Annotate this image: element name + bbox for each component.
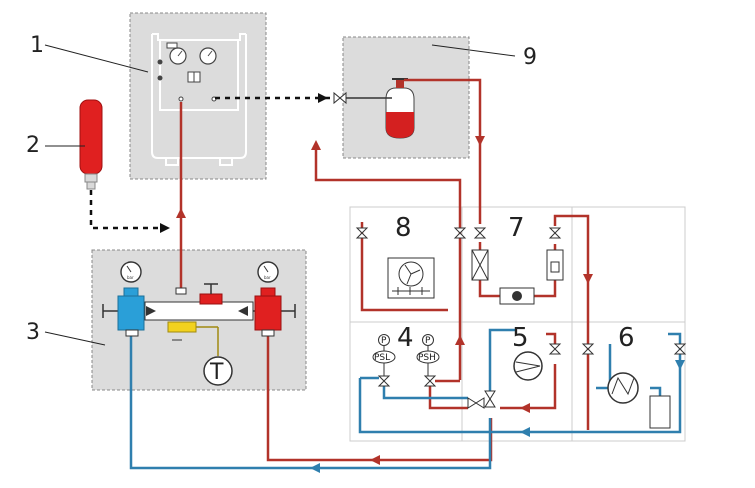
callout-9: 9 [523, 45, 537, 70]
unit-front-details [157, 42, 217, 102]
cold-arrow [520, 427, 530, 437]
callout-3: 3 [26, 320, 40, 345]
manifold-assembly [102, 283, 296, 356]
thermometer: T [203, 356, 233, 386]
three-way-valve [467, 390, 496, 409]
valve-icon [453, 227, 467, 239]
valve-icon [473, 227, 487, 239]
psh-p: P [425, 336, 431, 346]
callout-lines [44, 44, 516, 346]
filter-element [471, 249, 489, 281]
valve-icon [377, 375, 391, 387]
valve-icon [333, 91, 347, 105]
valve-icon [548, 343, 562, 355]
hot-arrow [370, 455, 380, 465]
gauge-unit-label: bar [264, 275, 271, 280]
pressure-switch-high: P PSH [416, 334, 440, 364]
cold-arrow [310, 463, 320, 473]
module-5-label: 5 [512, 323, 529, 353]
gas-arrow [318, 93, 328, 103]
valve-icon [548, 227, 562, 239]
hot-arrow [475, 136, 485, 146]
valve-icon [673, 343, 687, 355]
expansion-vessel [385, 78, 415, 139]
gas-cylinder [79, 99, 103, 190]
pressure-gauge-left: bar [120, 261, 142, 283]
hot-arrow [176, 208, 186, 218]
psl-label: PSL [374, 353, 390, 363]
gauge-unit-label: bar [127, 275, 134, 280]
hot-arrow [455, 335, 465, 345]
cold-arrow [675, 360, 685, 370]
unit-machine [151, 33, 247, 166]
pump-7 [499, 287, 535, 305]
valve-icon [423, 375, 437, 387]
flow-meter [546, 249, 564, 281]
gas-arrow [160, 223, 170, 233]
psh-label: PSH [418, 353, 436, 363]
module-7-label: 7 [508, 213, 525, 243]
module-6-label: 6 [618, 323, 635, 353]
hot-arrow [583, 274, 593, 284]
hot-arrow [311, 140, 321, 150]
module-grid [349, 206, 686, 442]
valve-icon [355, 227, 369, 239]
callout-2: 2 [26, 133, 40, 158]
hot-arrow [520, 403, 530, 413]
pressure-gauge-right: bar [257, 261, 279, 283]
gas-lines [89, 96, 330, 230]
callout-1: 1 [30, 33, 44, 58]
fan-coil [387, 257, 435, 299]
psl-p: P [381, 336, 387, 346]
storage-tank [649, 395, 671, 429]
module-8-label: 8 [395, 213, 412, 243]
module-4-label: 4 [397, 323, 414, 353]
valve-icon [581, 343, 595, 355]
pressure-switch-low: P PSL [372, 334, 396, 364]
thermo-label: T [209, 360, 224, 385]
heat-exchanger [607, 372, 639, 404]
circulation-pump [513, 351, 543, 381]
